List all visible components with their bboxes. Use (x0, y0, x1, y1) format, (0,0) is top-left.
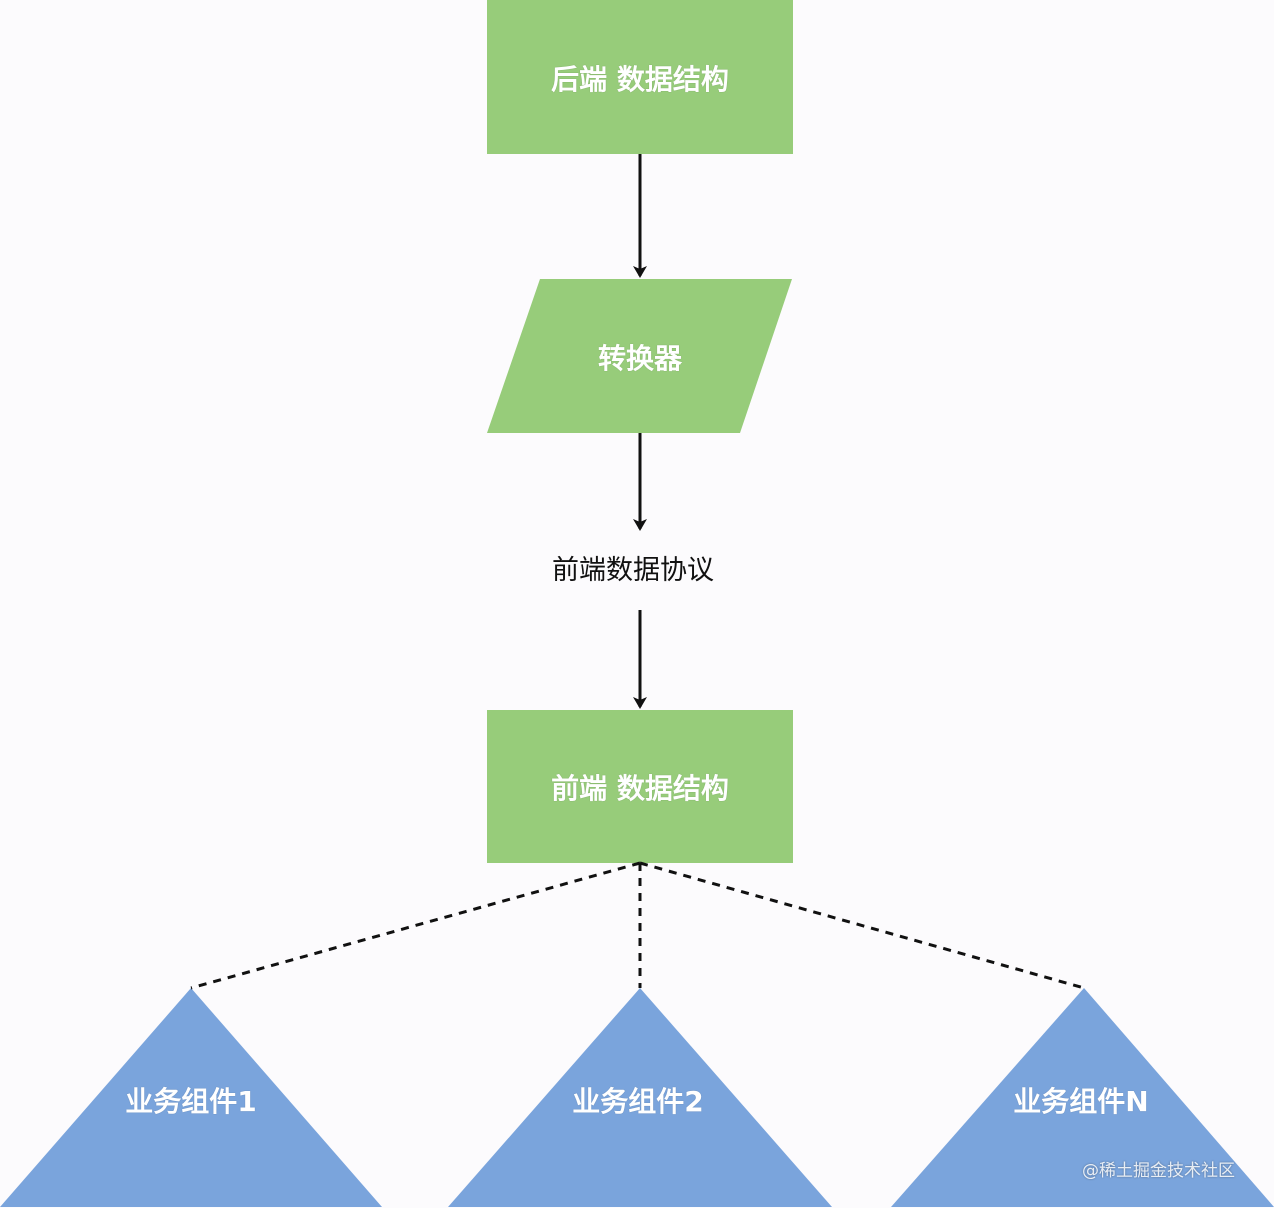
converter-node (487, 279, 792, 433)
component-2-node (448, 988, 832, 1207)
converter-node-label: 转换器 (597, 342, 682, 375)
component-1-label: 业务组件1 (125, 1085, 257, 1118)
frontend-node (487, 710, 793, 863)
component-1-node (0, 988, 382, 1207)
component-2-label: 业务组件2 (572, 1085, 704, 1118)
edge-frontend-to-component-1 (190, 861, 641, 990)
component-n-label: 业务组件N (1013, 1085, 1149, 1118)
watermark-text: @稀土掘金技术社区 (1082, 1161, 1235, 1181)
edge-frontend-to-component-n (639, 861, 1085, 990)
frontend-node-label: 前端 数据结构 (551, 772, 729, 805)
backend-node-label: 后端 数据结构 (551, 63, 729, 96)
protocol-label: 前端数据协议 (552, 555, 714, 586)
component-n-node (891, 988, 1274, 1207)
backend-node (487, 0, 793, 154)
